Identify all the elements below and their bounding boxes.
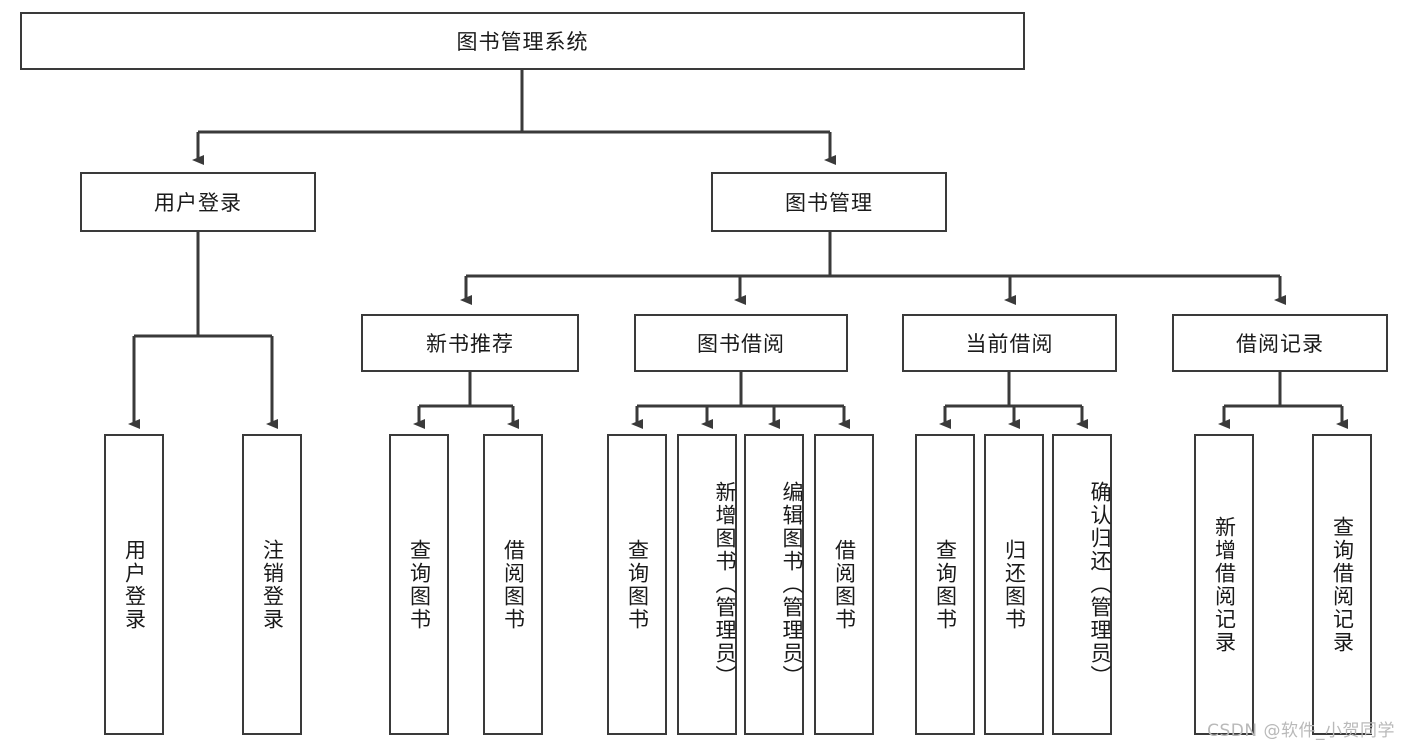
leaf-borrow-book-2[interactable]: 借阅图书 xyxy=(814,434,874,735)
watermark-text: CSDN @软件_小贺同学 xyxy=(1207,721,1395,741)
leaf-confirm-return[interactable]: 确认归还（管理员） xyxy=(1052,434,1112,735)
node-new-book-recommend[interactable]: 新书推荐 xyxy=(361,314,579,372)
leaf-query-book-1[interactable]: 查询图书 xyxy=(389,434,449,735)
leaf-query-borrow-record[interactable]: 查询借阅记录 xyxy=(1312,434,1372,735)
leaf-add-borrow-record[interactable]: 新增借阅记录 xyxy=(1194,434,1254,735)
leaf-query-book-2[interactable]: 查询图书 xyxy=(607,434,667,735)
leaf-edit-book[interactable]: 编辑图书（管理员） xyxy=(744,434,804,735)
node-book-borrow[interactable]: 图书借阅 xyxy=(634,314,848,372)
leaf-return-book[interactable]: 归还图书 xyxy=(984,434,1044,735)
leaf-add-book[interactable]: 新增图书（管理员） xyxy=(677,434,737,735)
node-borrow-record[interactable]: 借阅记录 xyxy=(1172,314,1388,372)
leaf-logout[interactable]: 注销登录 xyxy=(242,434,302,735)
node-book-manage[interactable]: 图书管理 xyxy=(711,172,947,232)
leaf-borrow-book-1[interactable]: 借阅图书 xyxy=(483,434,543,735)
node-root[interactable]: 图书管理系统 xyxy=(20,12,1025,70)
leaf-query-book-3[interactable]: 查询图书 xyxy=(915,434,975,735)
leaf-user-login[interactable]: 用户登录 xyxy=(104,434,164,735)
node-current-borrow[interactable]: 当前借阅 xyxy=(902,314,1117,372)
node-user-login[interactable]: 用户登录 xyxy=(80,172,316,232)
